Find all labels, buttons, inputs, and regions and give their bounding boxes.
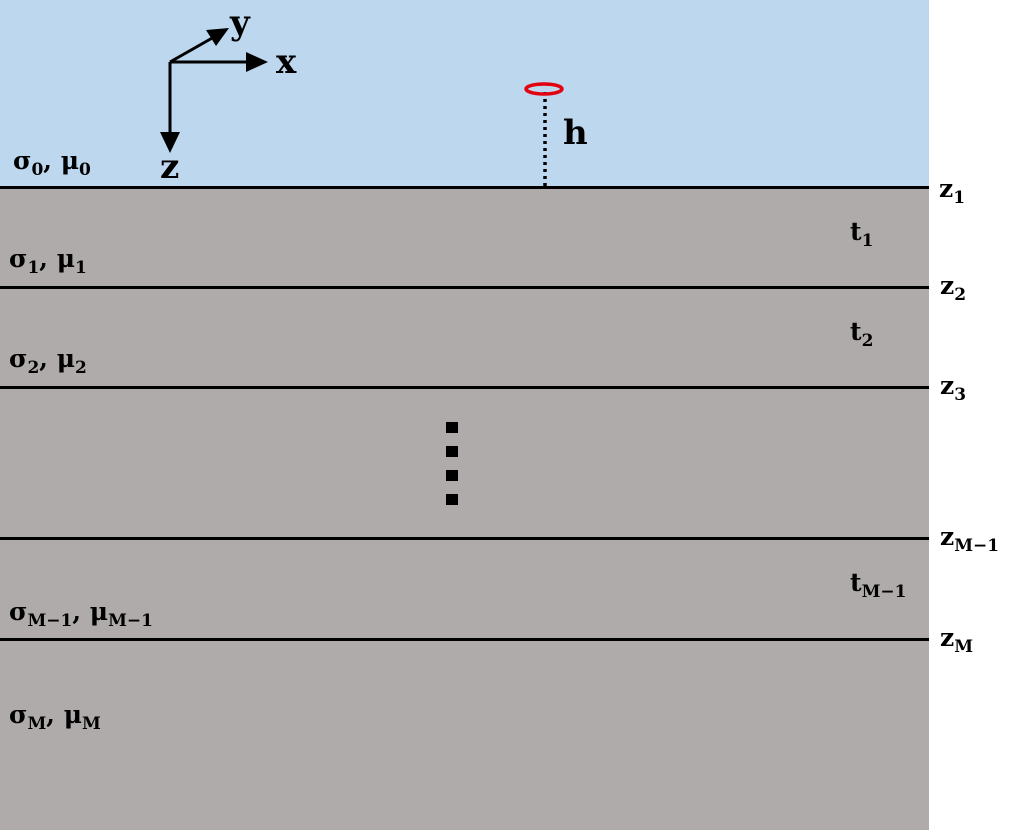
transmitter-loop [524,82,564,96]
ellipsis-dot [446,422,458,433]
y-axis-label: y [230,3,250,43]
interface-z1-label: z1 [939,174,966,208]
z-axis-label: z [160,147,180,187]
layer-m-label: σM, μM [9,700,101,734]
air-region [0,0,929,188]
x-axis-arrowhead [246,52,268,72]
thickness-tm1-label: tM−1 [850,568,907,602]
interface-zm1-label: zM−1 [940,522,1000,556]
interface-line-z3 [0,386,929,389]
interface-line-z1 [0,186,929,189]
interface-z2-label: z2 [940,271,967,305]
ellipsis-dot [446,446,458,457]
interface-line-zm [0,638,929,641]
x-axis-label: x [276,42,297,82]
layer-1-label: σ1, μ1 [9,244,87,278]
interface-line-z2 [0,286,929,289]
ellipsis-dots [446,422,458,505]
thickness-t1-label: t1 [850,217,874,251]
z-axis-arrowhead [160,132,180,153]
layer-m-minus-1-label: σM−1, μM−1 [9,597,153,631]
height-label: h [563,113,588,153]
interface-z3-label: z3 [940,371,967,405]
layer-0-label: σ0, μ0 [13,146,91,180]
thickness-t2-label: t2 [850,317,874,351]
ground-region [0,188,929,830]
coordinate-axes [160,28,268,153]
y-axis-arrow [169,35,215,64]
ellipsis-dot [446,494,458,505]
layer-2-label: σ2, μ2 [9,344,87,378]
interface-line-zm1 [0,537,929,540]
interface-zm-label: zM [940,623,974,657]
y-axis-arrowhead [206,28,229,46]
ellipsis-dot [446,470,458,481]
